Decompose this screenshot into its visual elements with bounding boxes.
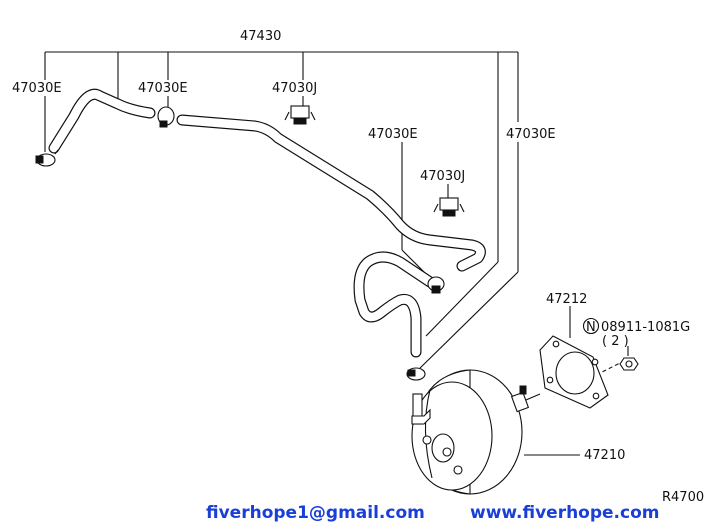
label-clamp-middle: 47030E [368, 127, 418, 142]
clamp-left-icon [35, 149, 59, 167]
clamp-right-icon [406, 367, 426, 381]
label-nut: 08911-1081G [601, 320, 690, 335]
label-clamp-right: 47030E [506, 127, 556, 142]
label-clamp-left: 47030E [12, 81, 62, 96]
label-connector-middle: 47030J [420, 169, 465, 184]
label-47430: 47430 [240, 29, 281, 44]
label-gasket: 47212 [546, 292, 587, 307]
label-connector-upper: 47030J [272, 81, 317, 96]
nut-icon [619, 357, 639, 371]
footer-website: www.fiverhope.com [470, 503, 660, 523]
label-clamp-upper: 47030E [138, 81, 188, 96]
clamp-middle-icon [427, 276, 445, 294]
clamp-upper-icon [157, 106, 175, 128]
connector-upper-icon [284, 105, 316, 125]
connector-middle-icon [433, 197, 465, 217]
label-booster: 47210 [584, 448, 625, 463]
vacuum-hose-assembly [48, 88, 486, 358]
reference-code: R4700 [662, 490, 704, 505]
brake-booster-icon [411, 369, 541, 495]
label-nut-marker: N [586, 320, 596, 335]
nut-marker-circle [582, 317, 600, 335]
label-nut-qty: ( 2 ) [602, 334, 629, 349]
booster-gasket-icon [539, 335, 609, 409]
footer-email: fiverhope1@gmail.com [206, 503, 425, 523]
leader-lines [44, 51, 629, 456]
